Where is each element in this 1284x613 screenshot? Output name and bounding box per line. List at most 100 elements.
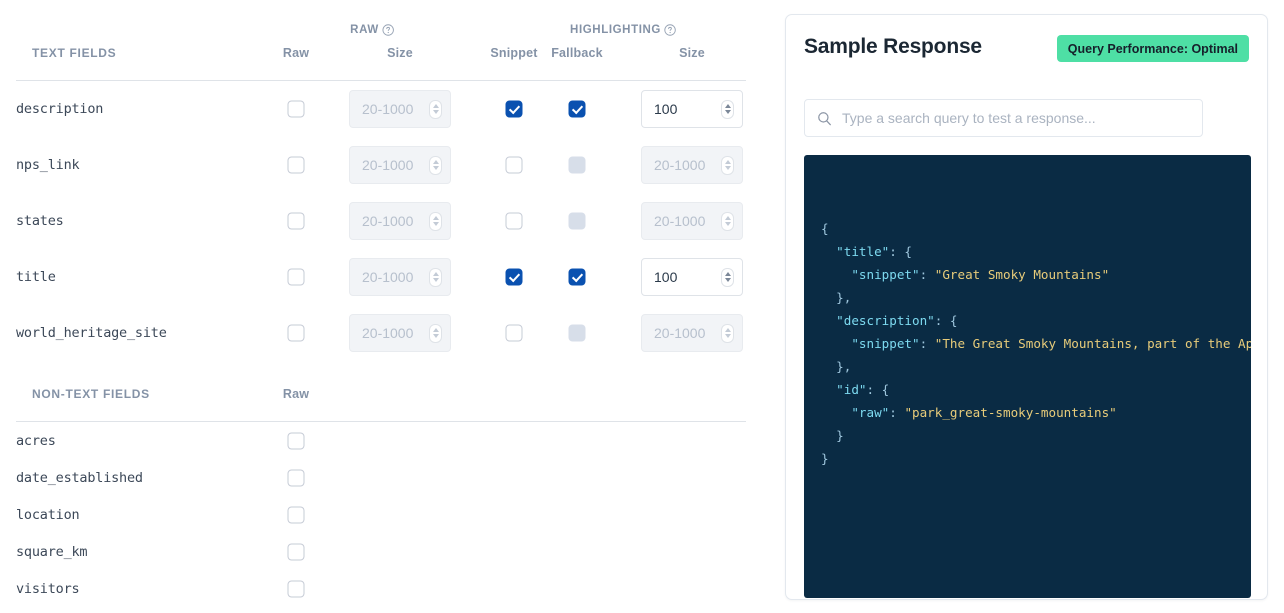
code-token [821,267,851,282]
table-cell [287,268,305,286]
raw-checkbox[interactable] [287,432,305,449]
group-header-row: RAW HIGHLIGHTING [16,0,746,46]
code-token: }, [821,290,852,305]
text-fields-column-header: TEXT FIELDS Raw Size Snippet Fallback Si… [16,46,746,72]
column-raw: Raw [282,46,310,60]
raw-checkbox[interactable] [287,212,305,230]
highlight-size-input[interactable]: 100 [641,258,743,296]
snippet-checkbox[interactable] [505,268,523,286]
field-name: square_km [16,543,88,560]
highlight-size-input-value: 20-1000 [654,325,706,341]
raw-checkbox[interactable] [287,506,305,523]
code-token: : [889,405,905,420]
raw-checkbox[interactable] [287,580,305,597]
table-row: title 20-1000 100 [16,249,746,305]
group-header-highlighting-label: HIGHLIGHTING [570,24,661,36]
code-token: } [821,428,844,443]
highlight-size-input-value: 100 [654,101,678,117]
raw-size-input-value: 20-1000 [362,269,414,285]
horizontal-scrollbar[interactable] [813,585,1242,593]
nontext-fields-divider [16,421,746,422]
sample-response-panel: Sample Response Query Performance: Optim… [785,14,1268,600]
fallback-checkbox[interactable] [568,100,586,118]
table-cell [568,100,586,118]
raw-checkbox[interactable] [287,324,305,342]
code-token [821,244,836,259]
code-token [821,405,851,420]
highlight-size-input-value: 20-1000 [654,157,706,173]
table-cell [568,156,586,174]
raw-checkbox[interactable] [287,156,305,174]
table-row: visitors [16,570,746,607]
code-token: : [919,267,935,282]
raw-checkbox[interactable] [287,268,305,286]
table-cell [287,580,305,597]
table-cell [287,432,305,449]
field-name: acres [16,432,56,449]
code-token: : { [934,313,958,328]
code-line: "title": { [804,240,1251,263]
highlight-size-input-stepper [721,323,734,343]
highlight-size-input-stepper[interactable] [721,267,734,287]
highlight-size-input[interactable]: 100 [641,90,743,128]
search-icon [817,111,832,126]
table-cell: 100 [641,258,743,296]
table-cell [505,324,523,342]
page-title: Sample Response [804,35,982,58]
table-row: square_km [16,533,746,570]
raw-size-input-value: 20-1000 [362,325,414,341]
table-cell [287,506,305,523]
question-circle-icon[interactable] [664,24,676,36]
highlight-size-input-stepper[interactable] [721,99,734,119]
fallback-checkbox [568,212,586,230]
code-token: "description" [836,313,935,328]
table-cell [287,543,305,560]
raw-size-input-value: 20-1000 [362,213,414,229]
code-line: } [804,424,1251,447]
fallback-checkbox[interactable] [568,268,586,286]
snippet-checkbox[interactable] [505,212,523,230]
field-name: visitors [16,580,80,597]
search-input[interactable]: Type a search query to test a response..… [804,99,1203,137]
raw-size-input-stepper [429,155,442,175]
table-cell: 100 [641,90,743,128]
code-token: "The Great Smoky Mountains, part of the … [934,336,1251,351]
column-raw: Raw [282,387,310,401]
raw-size-input: 20-1000 [349,314,451,352]
raw-checkbox[interactable] [287,543,305,560]
status-badge: Query Performance: Optimal [1056,35,1249,62]
highlight-size-input: 20-1000 [641,146,743,184]
question-circle-icon[interactable] [382,24,394,36]
text-fields-divider [16,80,746,81]
raw-size-input-value: 20-1000 [362,101,414,117]
snippet-checkbox[interactable] [505,100,523,118]
code-line: "raw": "park_great-smoky-mountains" [804,401,1251,424]
search-placeholder: Type a search query to test a response..… [842,110,1096,126]
group-header-raw: RAW [350,24,394,36]
code-token [821,382,836,397]
raw-size-input-stepper [429,211,442,231]
code-token [821,313,836,328]
raw-checkbox[interactable] [287,469,305,486]
nontext-fields-title: NON-TEXT FIELDS [32,387,150,401]
raw-size-input: 20-1000 [349,90,451,128]
table-cell: 20-1000 [349,314,451,352]
table-cell [287,100,305,118]
code-token: "raw" [851,405,890,420]
nontext-fields-column-header: NON-TEXT FIELDS Raw [16,387,746,413]
snippet-checkbox[interactable] [505,156,523,174]
group-header-raw-label: RAW [350,24,379,36]
field-name: location [16,506,80,523]
field-name: title [16,269,56,285]
raw-checkbox[interactable] [287,100,305,118]
code-token: { [821,221,829,236]
table-cell [505,212,523,230]
snippet-checkbox[interactable] [505,324,523,342]
sample-response-code: { "title": { "snippet": "Great Smoky Mou… [804,155,1251,598]
code-line: "description": { [804,309,1251,332]
code-token: : { [889,244,912,259]
table-row: location [16,496,746,533]
code-token: "id" [836,382,867,397]
